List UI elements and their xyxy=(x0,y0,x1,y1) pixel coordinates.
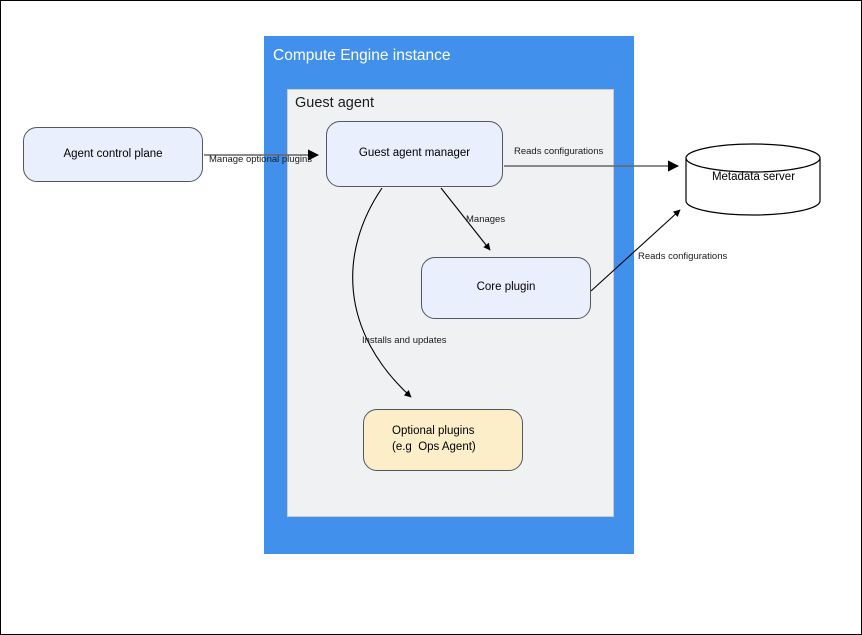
node-optional-plugins-label: Optional plugins (e.g Ops Agent) xyxy=(392,424,476,455)
node-core-plugin-label: Core plugin xyxy=(476,281,536,294)
node-agent-control-plane[interactable]: Agent control plane xyxy=(23,127,203,182)
edge-label-installs-and-updates: Installs and updates xyxy=(362,335,447,346)
metadata-server-label: Metadata server xyxy=(711,171,796,183)
edge-label-manages: Manages xyxy=(466,214,506,225)
edge-label-reads-configurations-top: Reads configurations xyxy=(514,146,604,157)
node-guest-agent-manager[interactable]: Guest agent manager xyxy=(326,121,503,187)
guest-agent-title: Guest agent xyxy=(295,95,374,111)
node-agent-control-plane-label: Agent control plane xyxy=(63,147,163,160)
compute-engine-instance-title: Compute Engine instance xyxy=(273,47,451,64)
edge-label-manage-optional-plugins: Manage optional plugins xyxy=(209,154,312,165)
node-optional-plugins[interactable]: Optional plugins (e.g Ops Agent) xyxy=(363,409,523,471)
node-optional-plugins-label-line2: (e.g Ops Agent) xyxy=(392,441,476,453)
node-optional-plugins-label-line1: Optional plugins xyxy=(392,425,475,438)
edge-label-reads-configurations-bottom: Reads configurations xyxy=(638,251,728,262)
node-core-plugin[interactable]: Core plugin xyxy=(421,257,591,319)
node-guest-agent-manager-label: Guest agent manager xyxy=(358,147,471,160)
